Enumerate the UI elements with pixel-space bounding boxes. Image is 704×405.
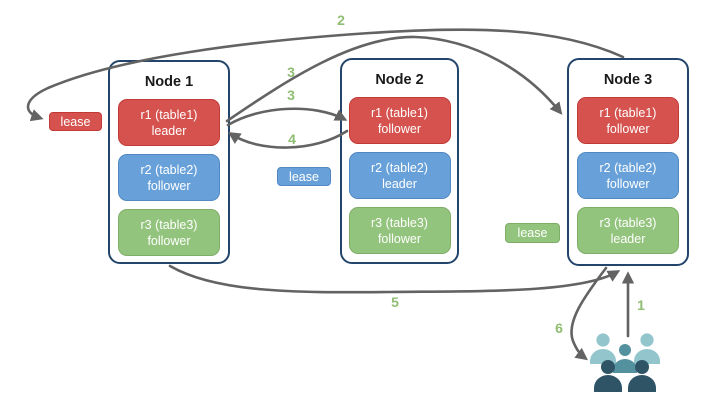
replica-role: follower <box>377 121 422 136</box>
arrow-5-node1-to-node3 <box>168 264 621 294</box>
node1-replica-r3: r3 (table3) follower <box>118 209 220 256</box>
replica-role: follower <box>147 178 191 193</box>
lease-badge-r3: lease <box>505 223 560 243</box>
step-label-6: 6 <box>555 320 563 336</box>
replica-role: follower <box>606 176 650 191</box>
replica-role: leader <box>610 231 646 246</box>
node1-replica-r2: r2 (table2) follower <box>118 154 220 201</box>
replica-label: r2 (table2) <box>371 160 428 175</box>
replica-label: r1 (table1) <box>140 107 198 122</box>
node2-replica-r3: r3 (table3) follower <box>348 207 451 254</box>
node3-replica-r3: r3 (table3) leader <box>577 207 679 254</box>
step-label-3a: 3 <box>287 64 295 80</box>
step-label-4: 4 <box>288 131 296 147</box>
node-title: Node 3 <box>603 72 653 88</box>
arrow-3-node1-to-node2 <box>226 107 348 127</box>
lease-badge-r2: lease <box>277 167 331 186</box>
replica-role: follower <box>606 121 650 136</box>
replica-label: r1 (table1) <box>371 105 428 120</box>
replica-label: r3 (table3) <box>371 215 428 230</box>
node-1: Node 1 r1 (table1) leader r2 (table2) fo… <box>108 60 230 264</box>
replica-label: r1 (table1) <box>599 105 657 120</box>
replica-role: follower <box>147 233 191 248</box>
users-icon <box>590 333 660 392</box>
replica-label: r2 (table2) <box>599 160 657 175</box>
node-title: Node 2 <box>375 72 424 88</box>
node3-replica-r2: r2 (table2) follower <box>577 152 679 199</box>
replica-label: r2 (table2) <box>140 162 198 177</box>
step-label-3b: 3 <box>287 87 295 103</box>
replica-label: r3 (table3) <box>599 215 657 230</box>
node-title: Node 1 <box>144 74 194 90</box>
replica-role: leader <box>382 176 417 191</box>
node-2: Node 2 r1 (table1) follower r2 (table2) … <box>340 58 459 264</box>
lease-badge-r1: lease <box>49 112 102 131</box>
replica-label: r3 (table3) <box>140 217 198 232</box>
node-3: Node 3 r1 (table1) follower r2 (table2) … <box>567 58 689 266</box>
arrow-6-node3-to-users <box>570 266 608 361</box>
step-label-5: 5 <box>391 294 399 310</box>
step-label-2: 2 <box>337 12 345 28</box>
replica-role: follower <box>377 231 422 246</box>
replica-role: leader <box>151 123 187 138</box>
node1-replica-r1: r1 (table1) leader <box>118 99 220 146</box>
node2-replica-r1: r1 (table1) follower <box>348 97 451 144</box>
step-label-1: 1 <box>637 297 645 313</box>
node2-replica-r2: r2 (table2) leader <box>348 152 451 199</box>
node3-replica-r1: r1 (table1) follower <box>577 97 679 144</box>
